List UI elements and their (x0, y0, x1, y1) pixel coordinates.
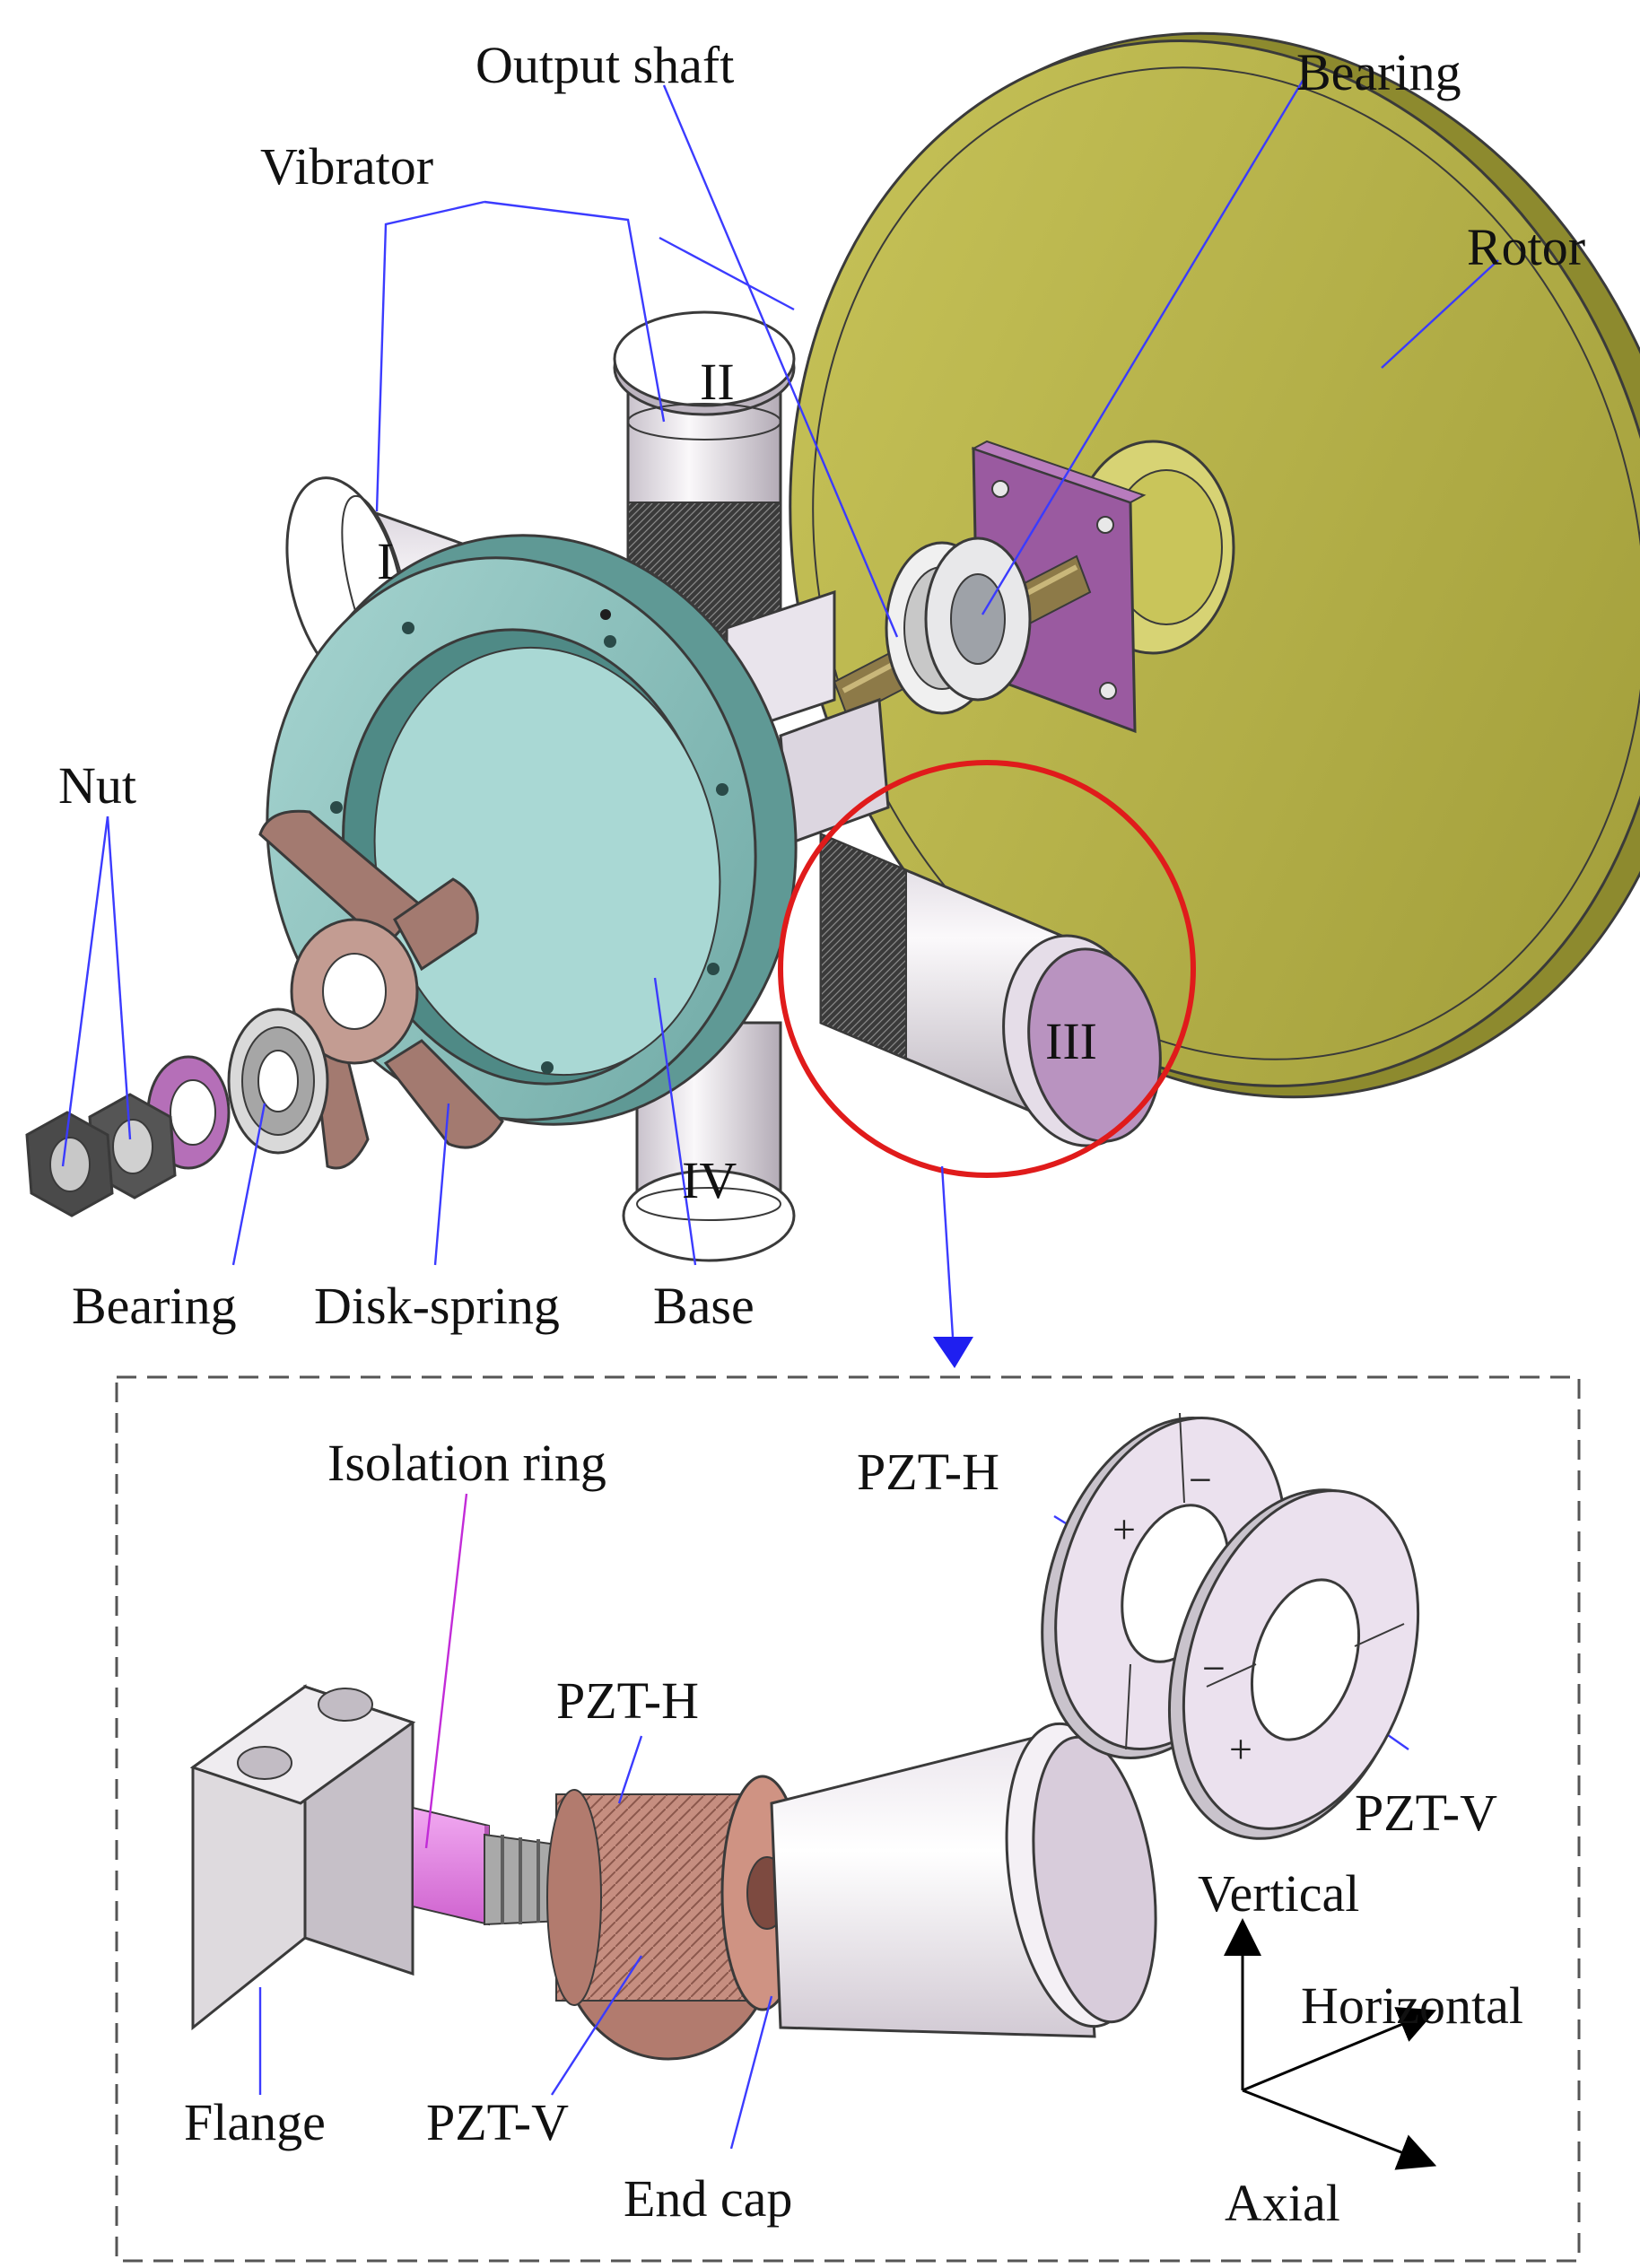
vibrator-iii (819, 832, 1162, 1147)
label-end-cap: End cap (624, 2169, 792, 2228)
flange (189, 1684, 416, 2031)
label-base: Base (653, 1277, 755, 1335)
polarity-minus-h: − (1189, 1457, 1212, 1503)
end-cap (770, 1722, 1157, 2038)
leader-lines-inset (258, 1493, 1409, 2150)
label-vibrator: Vibrator (260, 137, 433, 196)
label-pzt-v-disk: PZT-V (1355, 1784, 1497, 1842)
polarity-plus-v: + (1229, 1726, 1252, 1772)
label-rotor: Rotor (1467, 218, 1585, 276)
nut-2 (25, 1111, 114, 1217)
pzt-stack (546, 1775, 805, 2061)
numeral-i: I (377, 532, 394, 590)
disk-spring (258, 809, 504, 1170)
label-pzt-v-inner: PZT-V (426, 2093, 569, 2151)
label-isolation-ring: Isolation ring (327, 1434, 606, 1492)
label-vertical: Vertical (1198, 1864, 1359, 1923)
isolation-ring (412, 1806, 490, 1926)
label-bearing-bottom: Bearing (72, 1277, 237, 1335)
label-pzt-h-inner: PZT-H (556, 1671, 699, 1730)
zoom-arrow (940, 1165, 955, 1338)
zoom-arrow-head (933, 1337, 973, 1368)
label-disk-spring: Disk-spring (314, 1277, 560, 1335)
coordinate-axes (1224, 1918, 1437, 2170)
numeral-iii: III (1045, 1012, 1097, 1070)
label-bearing-top: Bearing (1296, 43, 1461, 101)
vibrator-iii-highlight (778, 760, 1196, 1178)
numeral-iv: IV (682, 1151, 737, 1209)
numeral-ii: II (700, 353, 735, 411)
label-output-shaft: Output shaft (475, 36, 734, 94)
polarity-plus-h: + (1112, 1506, 1136, 1552)
vibrator-iv (622, 1021, 796, 1262)
polarity-minus-v: − (1202, 1645, 1226, 1691)
label-flange: Flange (184, 2093, 326, 2151)
bottom-bearing (227, 1008, 329, 1155)
label-nut: Nut (58, 756, 136, 815)
pzt-v-disk (1167, 1488, 1420, 1840)
detail-inset-frame (115, 1375, 1581, 2263)
label-axial: Axial (1225, 2174, 1340, 2232)
label-pzt-h-disk: PZT-H (857, 1443, 999, 1501)
label-horizontal: Horizontal (1301, 1976, 1523, 2035)
leader-lines-top (61, 75, 1499, 1266)
rotor-disk (789, 31, 1640, 1099)
